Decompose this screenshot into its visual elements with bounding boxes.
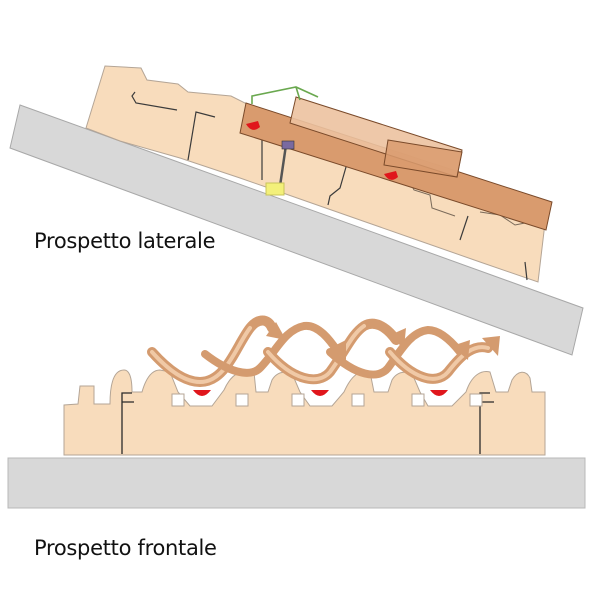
fixing-clip-icon [265, 182, 285, 196]
fixing-rod-head [281, 140, 295, 150]
ridge-overlap-block [383, 139, 463, 178]
side-view-diagram [9, 65, 584, 356]
airflow-arrowheads [266, 322, 500, 360]
roof-slab-front [7, 457, 586, 509]
sealing-gasket-icon [430, 390, 448, 396]
sealing-gasket-icon [193, 390, 211, 396]
sealing-gasket-icon [384, 171, 398, 180]
fixing-rod [278, 144, 288, 187]
sealing-gasket-icon [311, 390, 329, 396]
side-view-caption: Prospetto laterale [34, 229, 216, 253]
sealing-gasket-icon [246, 121, 260, 130]
tile-joint-lines-front [121, 392, 494, 454]
airflow-arrow-icon [147, 315, 493, 388]
tile-joint-lines [131, 91, 528, 281]
front-view-diagram [7, 315, 586, 509]
tile-slots [171, 393, 483, 407]
front-view-caption: Prospetto frontale [34, 536, 217, 560]
roof-slab [9, 104, 584, 356]
ridge-bracket-icon [251, 86, 319, 104]
